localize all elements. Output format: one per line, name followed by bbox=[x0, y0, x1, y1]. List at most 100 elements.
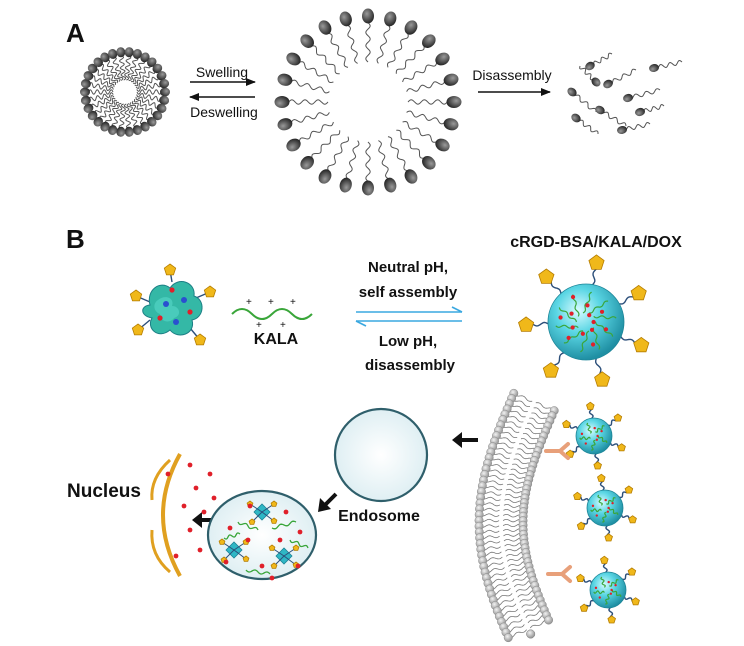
dox-dot bbox=[173, 553, 179, 559]
dox-dot bbox=[609, 592, 613, 595]
kala-strand bbox=[586, 422, 592, 434]
kala-strand bbox=[602, 511, 607, 523]
hydrophobic-tail bbox=[131, 100, 153, 122]
hydrophilic-head bbox=[384, 177, 397, 193]
nanoparticle-bound-2 bbox=[573, 473, 637, 542]
hydrophilic-head bbox=[80, 87, 90, 97]
dox-dot bbox=[283, 509, 289, 515]
crgd-ligand bbox=[163, 263, 177, 276]
unimer-head bbox=[623, 93, 633, 103]
hydrophilic-head bbox=[160, 87, 170, 97]
kala-strand bbox=[595, 425, 605, 433]
dox-dot bbox=[245, 537, 251, 543]
hydrophobic-tail bbox=[136, 81, 165, 92]
endocytosis-arrow bbox=[452, 432, 478, 448]
hydrophilic-head bbox=[286, 52, 301, 66]
hydrophobic-tail bbox=[134, 67, 158, 87]
hydrophilic-head bbox=[100, 121, 110, 132]
dox-dot bbox=[594, 586, 598, 590]
hydrophobic-tail bbox=[92, 97, 116, 117]
nanoparticle-bound-1 bbox=[562, 401, 626, 470]
panel-b-label: B bbox=[66, 224, 85, 254]
dox-dot bbox=[611, 501, 614, 505]
crgd-ligand bbox=[292, 544, 300, 551]
dox-dot bbox=[604, 498, 607, 502]
dox-dot bbox=[297, 529, 303, 535]
hydrophobic-tail bbox=[284, 79, 330, 94]
hydrophobic-tail bbox=[365, 15, 371, 63]
crgd-ligand bbox=[617, 443, 626, 452]
bsa-core bbox=[575, 417, 613, 455]
dox-dot bbox=[187, 462, 193, 468]
dox-dot bbox=[595, 514, 598, 517]
unimer-tail bbox=[599, 109, 627, 127]
hydrophilic-head bbox=[446, 96, 462, 108]
unimer-tail bbox=[627, 88, 661, 100]
dox-dot bbox=[211, 495, 217, 501]
crgd-ligand bbox=[600, 555, 609, 564]
crgd-ligand bbox=[242, 555, 250, 562]
hydrophilic-head bbox=[87, 110, 98, 121]
hydrophilic-head bbox=[116, 47, 126, 58]
crgd-ligand bbox=[630, 284, 647, 301]
crgd-ligand bbox=[631, 597, 640, 606]
hydrophobic-tail bbox=[88, 75, 115, 88]
hydrophilic-head bbox=[277, 73, 293, 86]
hydrophobic-tail bbox=[396, 129, 430, 163]
cell-membrane-bilayer bbox=[474, 388, 559, 643]
kala-strand bbox=[588, 300, 609, 314]
hydrophilic-head bbox=[83, 103, 94, 113]
hydrophilic-head bbox=[277, 118, 293, 131]
hydrophilic-head bbox=[93, 57, 103, 68]
kala-strand bbox=[597, 436, 608, 444]
hydrophobic-tail bbox=[386, 27, 412, 68]
kala-strand bbox=[563, 330, 584, 344]
hydrophobic-tail bbox=[104, 101, 119, 128]
endosome-escape-arrow bbox=[318, 492, 338, 512]
hydrophobic-tail bbox=[98, 100, 118, 123]
early-endosome bbox=[333, 407, 429, 503]
svg-text:+: + bbox=[280, 320, 286, 331]
kala-strand bbox=[592, 327, 601, 350]
crgd-ligand bbox=[594, 371, 611, 387]
dox-dot bbox=[591, 504, 595, 508]
hydrophilic-head bbox=[339, 177, 352, 193]
hydrophilic-head bbox=[435, 52, 450, 66]
unimer-tail bbox=[607, 68, 637, 86]
dox-dot bbox=[598, 596, 601, 599]
crgd-ligand bbox=[613, 413, 623, 422]
kala-strand bbox=[558, 307, 578, 323]
crgd-ligand bbox=[604, 533, 613, 542]
kala-strand bbox=[555, 324, 579, 329]
hydrophobic-tail bbox=[118, 51, 127, 81]
kala-strand bbox=[579, 436, 591, 441]
kala-strand bbox=[593, 590, 605, 595]
crgd-ligand bbox=[268, 544, 276, 551]
bsa-core bbox=[547, 283, 625, 361]
nanoparticle-bound-3 bbox=[576, 555, 640, 624]
crgd-ligand bbox=[203, 285, 217, 298]
kala-strand bbox=[271, 520, 297, 530]
hydrophobic-tail bbox=[103, 57, 121, 82]
hydrophilic-head bbox=[132, 49, 142, 59]
dox-dot bbox=[584, 442, 587, 445]
crgd-ligand bbox=[518, 316, 535, 332]
crgd-ligand bbox=[538, 268, 555, 284]
dox-dot bbox=[197, 547, 203, 553]
hydrophilic-head bbox=[116, 126, 126, 137]
hydrophobic-tail bbox=[378, 140, 393, 186]
unimer-head bbox=[595, 105, 605, 115]
dox-dot bbox=[600, 429, 603, 433]
kala-strand bbox=[608, 508, 619, 516]
dox-dot bbox=[569, 311, 574, 316]
receptor-2 bbox=[546, 565, 572, 583]
lipid-head bbox=[544, 615, 554, 625]
crgd-ligand bbox=[593, 461, 602, 470]
hydrophilic-head bbox=[152, 63, 163, 74]
dox-dot bbox=[295, 563, 301, 569]
hydrophobic-tail bbox=[376, 18, 391, 64]
hydrophilic-head bbox=[147, 116, 157, 127]
crgd-ligand bbox=[270, 517, 278, 524]
crgd-ligand bbox=[607, 615, 616, 624]
